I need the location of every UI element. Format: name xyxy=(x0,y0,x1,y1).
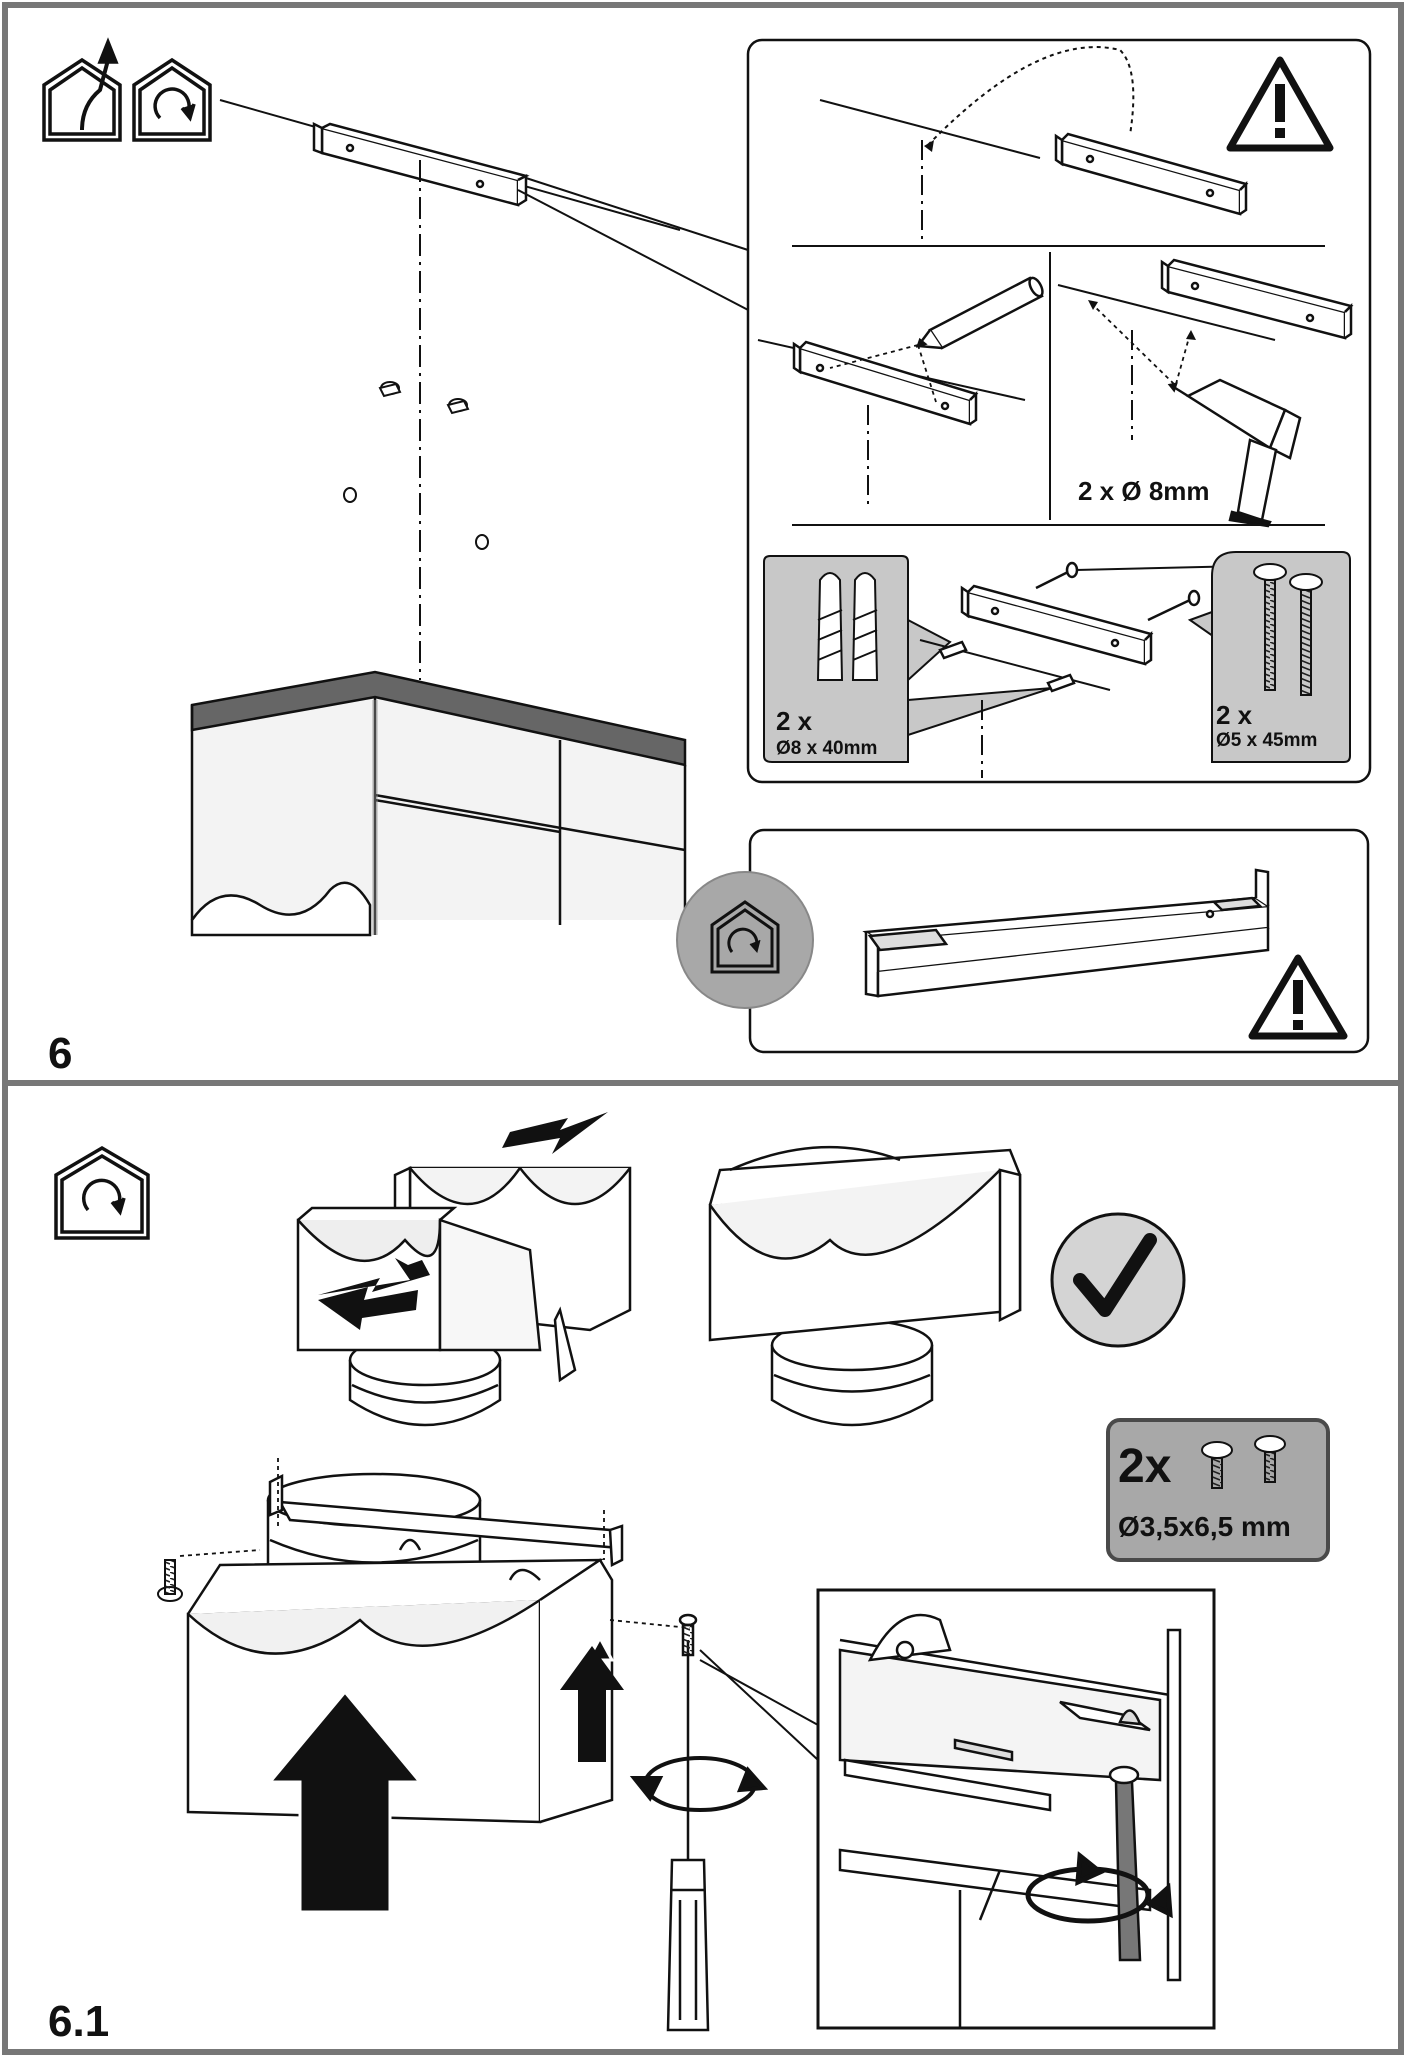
rotation-arrow-icon xyxy=(1025,1851,1173,1924)
screw-icon xyxy=(1201,1435,1286,1489)
screwdriver-icon xyxy=(666,1613,710,2032)
bracket-drilling xyxy=(1160,258,1354,340)
callout-leader xyxy=(699,1659,819,1726)
recirculation-bracket-detail xyxy=(748,828,1370,1054)
drill-icon xyxy=(1167,378,1302,528)
screws-callout: 2 x Ø5 x 45mm xyxy=(1211,551,1351,763)
push-arrow xyxy=(318,1112,608,1330)
drill-hole xyxy=(343,487,489,550)
long-bracket xyxy=(862,868,1270,998)
ducted-mode-icon xyxy=(42,37,122,142)
callout-leader xyxy=(525,177,749,251)
screws-size: Ø5 x 45mm xyxy=(1216,730,1317,751)
connector-bracket-assembly xyxy=(186,1472,624,1824)
alignment-guide xyxy=(179,1549,261,1557)
bracket-fitting-detail: 2 x Ø 8mm 2 x Ø8 x 40mm xyxy=(746,38,1372,784)
screws-counter-qty: 2x xyxy=(1118,1440,1172,1493)
recirculation-mode-icon xyxy=(132,57,212,142)
assembly-screw xyxy=(157,1559,183,1602)
screws-counter: 2x Ø3,5x6,5 mm xyxy=(1106,1418,1330,1562)
recirculation-mode-icon xyxy=(54,1145,150,1240)
step-6-1-panel: 2x Ø3,5x6,5 mm xyxy=(48,1112,1330,2046)
plugs-qty: 2 x xyxy=(776,706,813,736)
step-number: 6.1 xyxy=(48,1997,109,2046)
alignment-guide xyxy=(609,1619,691,1629)
rotation-arrow-icon xyxy=(629,1756,769,1812)
bracket-reference xyxy=(1054,132,1249,216)
step-number: 6 xyxy=(48,1029,72,1078)
callout-leader xyxy=(699,1649,819,1761)
bracket-marking xyxy=(792,340,979,426)
duct-connector-open xyxy=(296,1166,632,1427)
warning-icon xyxy=(1248,954,1348,1040)
callout-leader xyxy=(517,189,753,313)
checkmark-icon xyxy=(1050,1212,1186,1348)
drill-spec-label: 2 x Ø 8mm xyxy=(1078,476,1210,506)
wall-plug xyxy=(378,381,470,415)
bracket-with-fixings xyxy=(919,561,1201,778)
screws-qty: 2 x xyxy=(1216,700,1253,730)
recirculation-mode-badge xyxy=(676,871,814,1009)
lift-arrow xyxy=(560,1646,624,1762)
wall-cabinet xyxy=(190,670,687,937)
plugs-size: Ø8 x 40mm xyxy=(776,738,877,759)
screws-counter-size: Ø3,5x6,5 mm xyxy=(1118,1511,1291,1542)
warning-icon xyxy=(1226,56,1334,152)
step-6-panel: 2 x Ø 8mm 2 x Ø8 x 40mm xyxy=(42,37,1372,1078)
duct-connector-assembled xyxy=(708,1145,1022,1427)
wall-plugs-callout: 2 x Ø8 x 40mm xyxy=(763,555,909,763)
screw-fixing-detail xyxy=(816,1588,1216,2030)
